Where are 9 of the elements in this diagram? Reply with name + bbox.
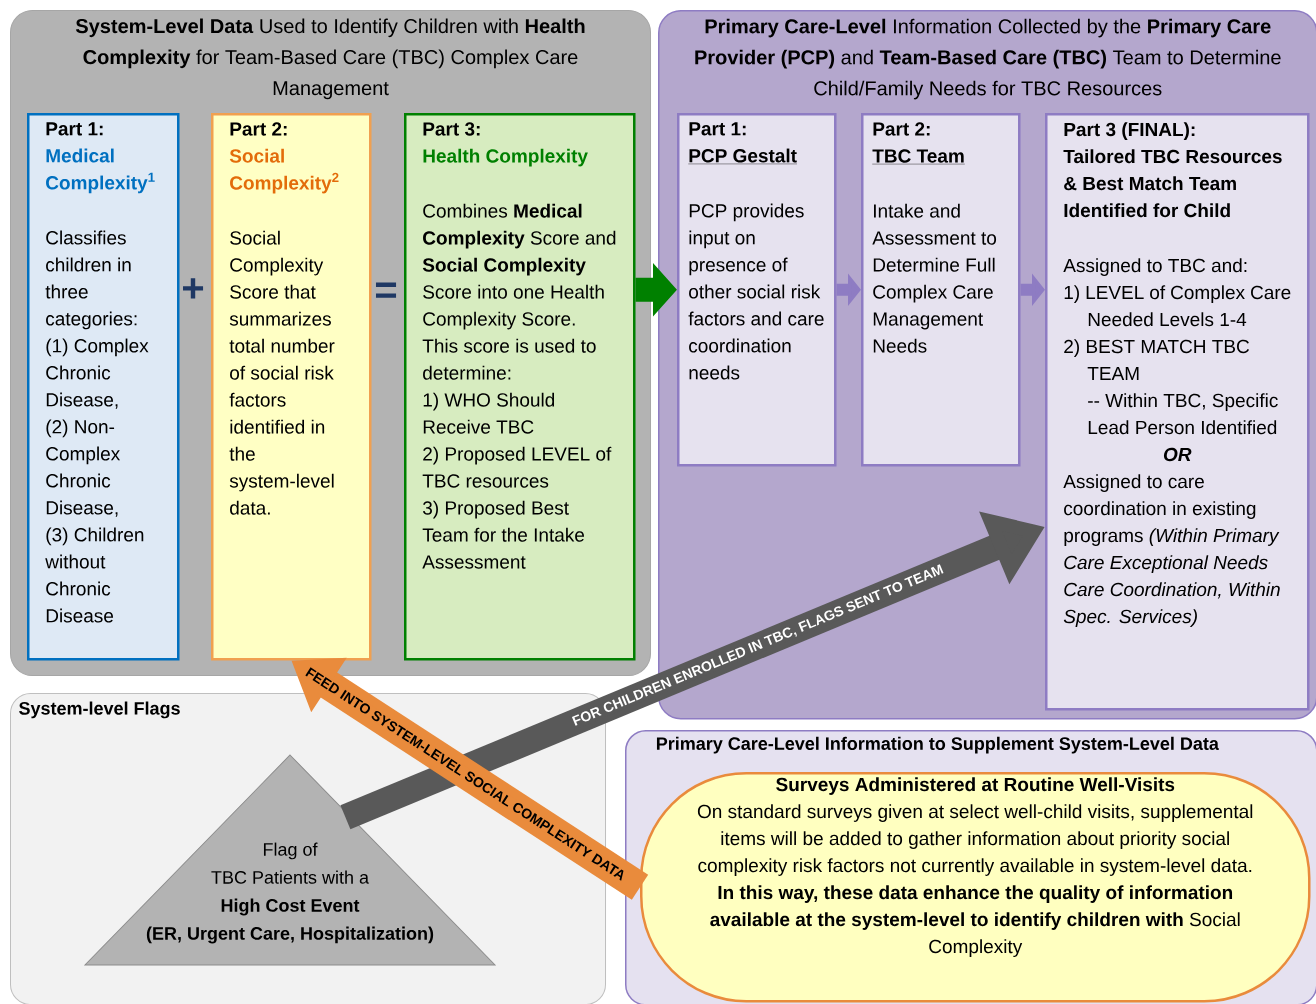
operator-symbol: + bbox=[183, 278, 204, 299]
part-box: Part 2: TBC Team Intake and Assessment to Determine Full Complex Care Management Needs bbox=[861, 113, 1021, 467]
part-box: Part 3 (FINAL): Tailored TBC Resources & Best Match Team Identified for Child Assigned to TBC and: 1) LEVEL of Complex Care Needed Levels 1-4 2) BEST MATCH TBC TEAM -- Within TBC, Specific Lead Person Identified OR Assigned to care coordination in existing programs (Within Primary Care Exceptional Needs Care Coordination, Within Spec. Services) bbox=[1045, 113, 1310, 711]
part-box: Part 3: Health Complexity Combines Medical Complexity Score and Social Complexity Score into one Health Complexity Score. This score is used to determine: 1) WHO Should Receive TBC 2) Proposed LEVEL of TBC resources 3) Proposed Best Team for the Intake Assessment bbox=[404, 113, 636, 661]
survey-oval: Surveys Administered at Routine Well-Visits On standard surveys given at select well-child visits, supplemental items will be added to gather information about priority social complexity risk factors not currently available in system-level data. In this way, these data enhance the quality of information available at the system-level to identify children with Social Complexity bbox=[640, 772, 1311, 1003]
part-box: Part 2: Social Complexity$^{2}$ Social Complexity Score that summarizes total number of social risk factors identified in the system-level data. bbox=[211, 113, 372, 661]
part-box: Part 1: Medical Complexity$^{1}$ Classifies children in three categories: (1) Complex Chronic Disease, (2) Non-Complex Chronic Disease, (3) Children without Chronic Disease bbox=[27, 113, 180, 661]
part-box: Part 1: PCP Gestalt PCP provides input on presence of other social risk factors and care coordination needs bbox=[677, 113, 837, 467]
operator-symbol: = bbox=[376, 282, 397, 298]
